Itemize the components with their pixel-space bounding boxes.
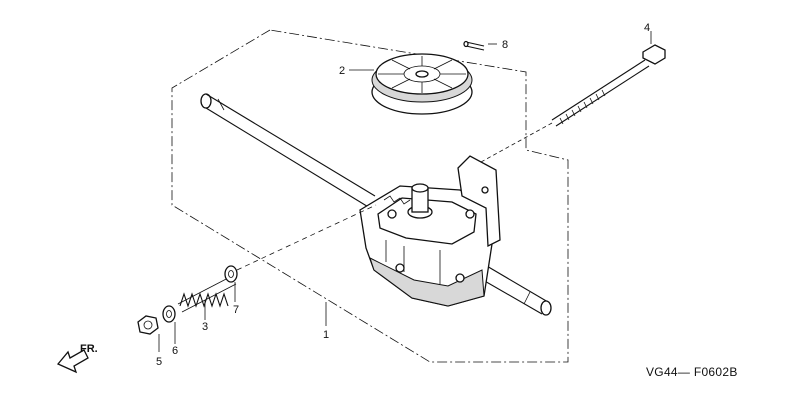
callouts: 1 2 3 4 5 6 7 8 <box>156 22 650 368</box>
axle-shaft <box>200 93 552 316</box>
gearbox-housing <box>359 155 501 307</box>
callout-6: 6 <box>172 345 178 357</box>
callout-3: 3 <box>202 321 208 333</box>
long-bolt <box>469 44 666 169</box>
figure-code: VG44— F0602B <box>646 365 738 379</box>
spring <box>177 275 237 313</box>
flange-nut <box>137 315 159 335</box>
part-axis-dashed <box>236 204 377 271</box>
front-direction-arrow: FR. <box>56 343 98 374</box>
callout-4: 4 <box>644 22 650 34</box>
callout-2: 2 <box>339 65 345 77</box>
pin <box>463 40 485 51</box>
direction-label: FR. <box>80 343 98 355</box>
washer <box>162 305 176 323</box>
spacer <box>224 265 238 283</box>
callout-8: 8 <box>502 39 508 51</box>
leader-lines <box>158 31 652 352</box>
callout-1: 1 <box>323 329 329 341</box>
callout-5: 5 <box>156 356 162 368</box>
assembly-boundary <box>171 29 569 363</box>
callout-7: 7 <box>233 304 239 316</box>
pulley <box>371 53 473 115</box>
